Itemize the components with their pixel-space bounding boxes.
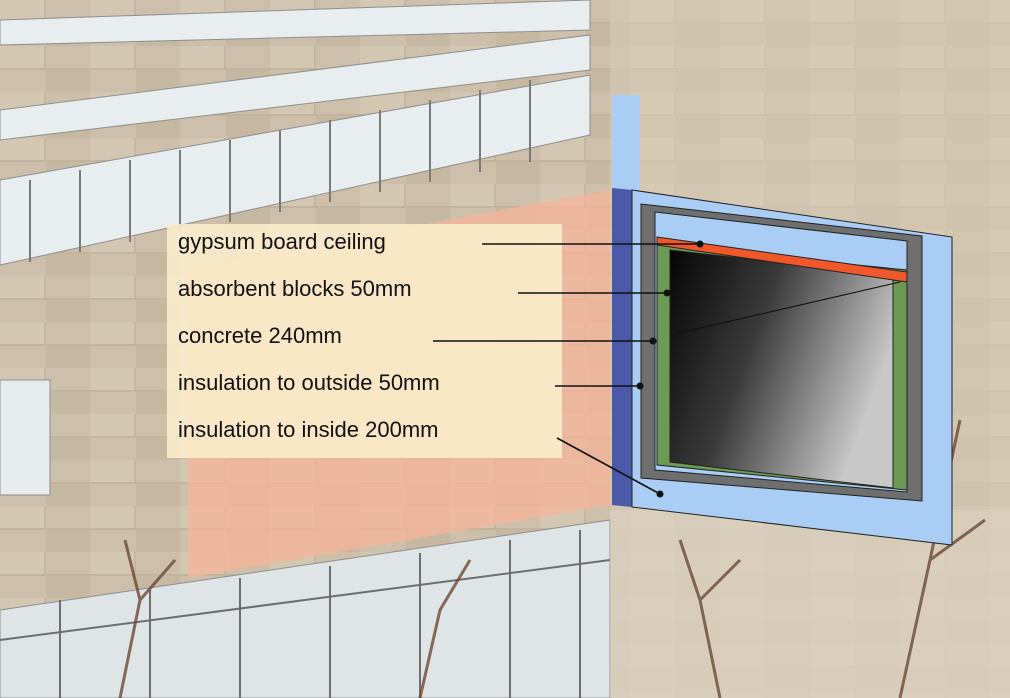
room-void — [669, 249, 894, 489]
label-insulation-inside: insulation to inside 200mm — [178, 417, 439, 442]
label-absorbent-blocks: absorbent blocks 50mm — [178, 276, 412, 301]
leader-lines — [433, 243, 700, 495]
gypsum-ceiling — [656, 236, 908, 283]
label-gypsum-board-ceiling: gypsum board ceiling — [178, 229, 386, 254]
wall-section — [612, 95, 953, 546]
outside-insulation-edge — [612, 188, 632, 507]
leader-dots — [636, 240, 704, 498]
label-concrete: concrete 240mm — [178, 323, 342, 348]
label-insulation-outside: insulation to outside 50mm — [178, 370, 440, 395]
